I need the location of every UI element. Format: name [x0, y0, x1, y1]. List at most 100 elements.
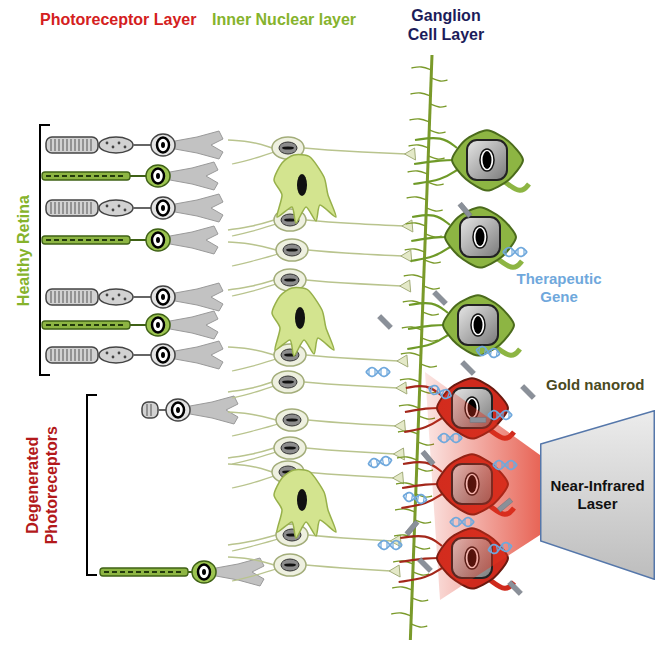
disc-stripe [87, 202, 88, 214]
rung [470, 519, 471, 525]
nucleus [281, 442, 299, 454]
cell-body [272, 288, 334, 356]
disc-stripe [71, 349, 72, 361]
disc-stripe [55, 291, 56, 303]
outer-segment [42, 236, 130, 244]
disc-stripe [75, 202, 76, 214]
disc-stripe [51, 139, 52, 151]
disc-stripe [79, 349, 80, 361]
nucleus-core [284, 563, 296, 566]
dendrite [228, 280, 274, 290]
fiber-branch [421, 364, 437, 367]
dendrite [408, 325, 448, 329]
inner-segment [99, 200, 133, 216]
nucleus-core [282, 380, 294, 383]
fiber-branch [397, 457, 417, 460]
nucleus-box [460, 217, 500, 257]
rung [505, 249, 506, 255]
rung [495, 462, 496, 468]
disc-stripe [75, 291, 76, 303]
rung [392, 542, 393, 548]
rung [386, 542, 387, 548]
disc-stripe [87, 291, 88, 303]
cell-body [445, 207, 516, 267]
disc-stripe [63, 291, 64, 303]
cell-body [452, 130, 523, 190]
dendrite [228, 557, 274, 565]
laser-beam [425, 372, 540, 600]
gold-nanorod [497, 498, 512, 512]
fiber-branch [414, 546, 430, 549]
nucleus-core [284, 278, 296, 281]
outer-segment [46, 137, 98, 153]
neck [133, 354, 151, 356]
gold-nanorod [405, 520, 419, 535]
organelle-dot [112, 356, 115, 359]
axon [306, 355, 399, 361]
gold-nanorod [421, 450, 435, 465]
fiber-branch [400, 379, 420, 382]
rung [447, 392, 449, 398]
disc-stripe [59, 202, 60, 214]
rung [380, 369, 381, 375]
bipolar-processes [228, 140, 416, 581]
organelle-dot [112, 146, 115, 149]
fiber-branch [409, 145, 429, 148]
synaptic-terminal [170, 226, 218, 254]
dendrite [228, 220, 274, 230]
fiber-branch [430, 130, 446, 133]
rung [430, 386, 432, 392]
disc-stripe [67, 202, 68, 214]
cell-body [274, 554, 306, 576]
axon-foot [396, 382, 407, 394]
dendrite [413, 170, 457, 184]
strand [367, 456, 392, 469]
strand [493, 461, 517, 470]
rung [507, 462, 508, 468]
rung [436, 388, 438, 394]
fiber-branch [391, 613, 411, 616]
dendrite [412, 215, 450, 225]
synaptic-terminal [175, 283, 223, 311]
fiber-branch [410, 119, 430, 122]
rung [523, 249, 524, 255]
rung [417, 495, 418, 501]
nucleus-core [176, 407, 180, 413]
gold-nanorod [508, 581, 523, 596]
segment-dashes [46, 239, 126, 241]
disc-stripe [55, 202, 56, 214]
axon-foot [394, 420, 405, 432]
rung [513, 462, 514, 468]
dna-helix [366, 368, 390, 377]
outer-segment [46, 200, 98, 216]
cell-body [151, 134, 175, 156]
dna-helix [438, 434, 462, 443]
dendrite [228, 448, 274, 458]
fiber-branch [401, 353, 421, 356]
disc-stripe [63, 349, 64, 361]
layer-label: Ganglion Cell Layer [398, 6, 494, 44]
rung [411, 494, 412, 500]
dendrite [399, 568, 442, 582]
outer-segment [100, 568, 188, 576]
rung [446, 435, 447, 441]
rung [398, 542, 399, 548]
segment-dashes [46, 175, 126, 177]
disc-stripe [79, 202, 80, 214]
dendrite [228, 535, 276, 545]
dendrite [400, 536, 442, 546]
neck [130, 175, 147, 177]
outer-segment [42, 321, 130, 329]
organelle-dot [118, 142, 121, 145]
strand [503, 248, 527, 257]
tail [498, 259, 522, 267]
strand [402, 492, 427, 505]
cell-body [151, 286, 175, 308]
fiber-branch [422, 338, 438, 341]
nucleus-ring [157, 348, 169, 363]
gold-nanorod [461, 361, 476, 376]
bipolar-cell [276, 409, 308, 431]
axon [306, 280, 402, 286]
nucleus-ring [152, 318, 164, 333]
